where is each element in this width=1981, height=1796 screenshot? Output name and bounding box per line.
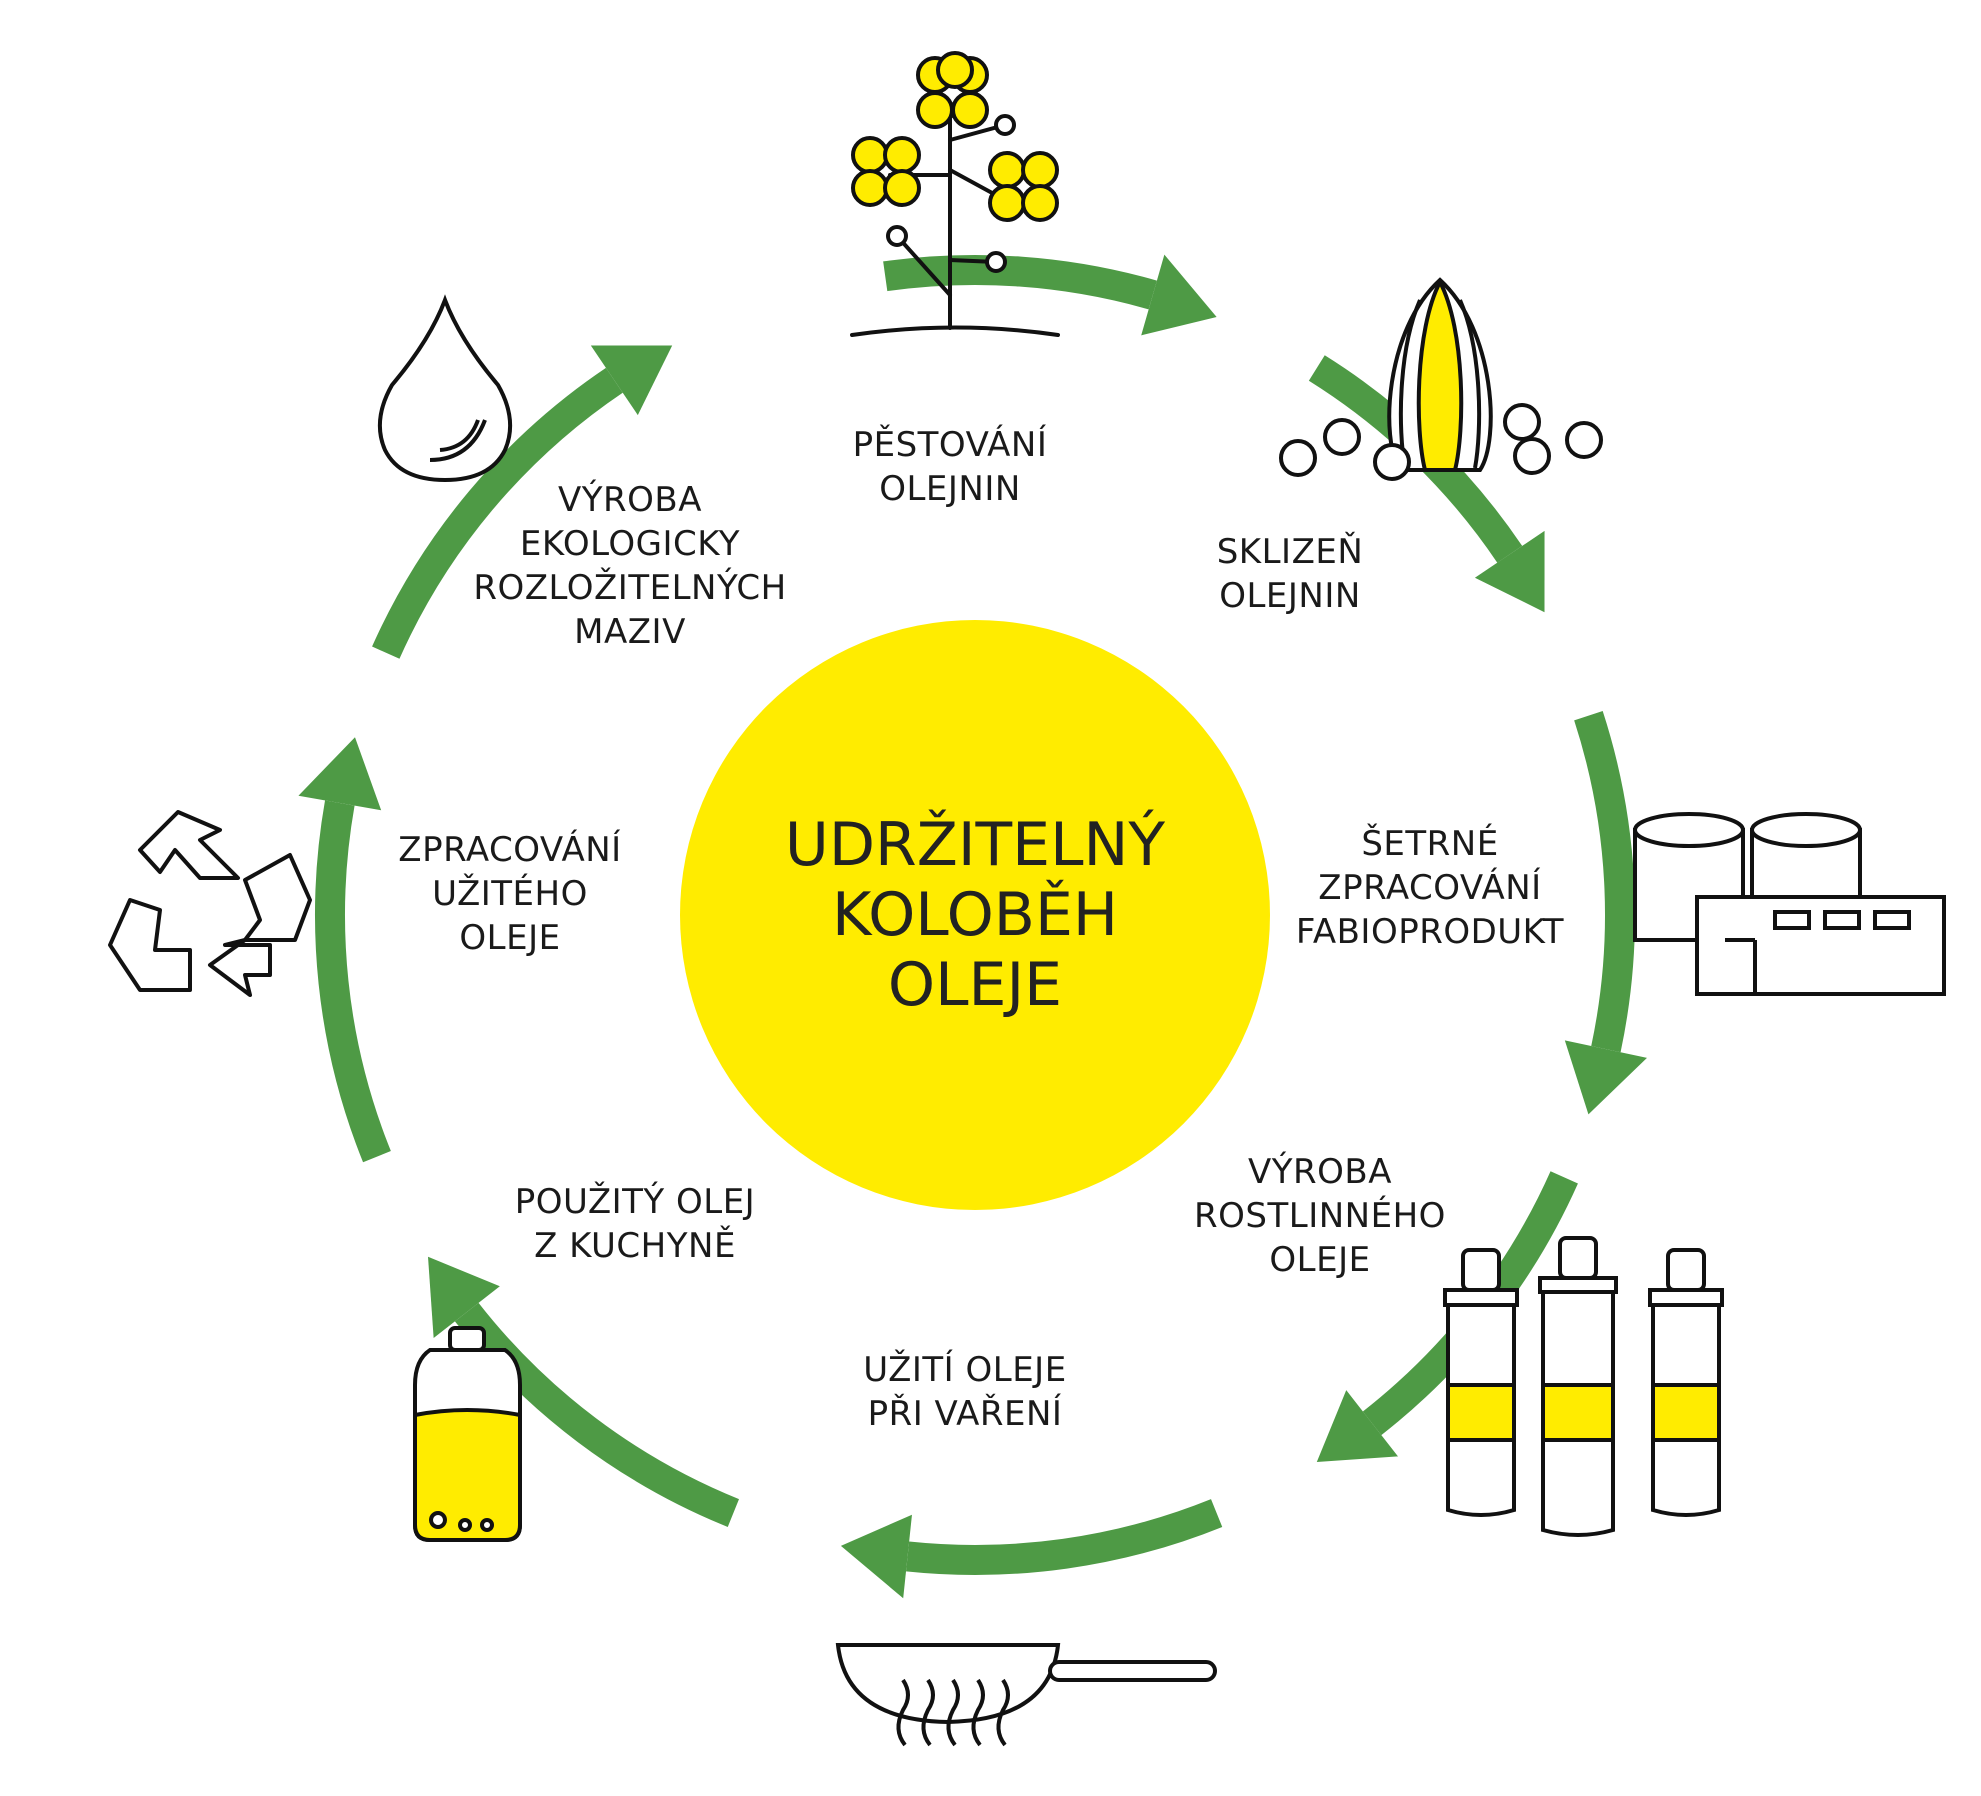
- cycle-arrow-body: [315, 800, 391, 1163]
- cycle-arrow-body: [906, 1499, 1223, 1575]
- cycle-arrow-head: [428, 1256, 500, 1338]
- center-title: UDRŽITELNÝ KOLOBĚH OLEJE: [680, 620, 1270, 1210]
- cycle-arrow-head: [298, 737, 382, 811]
- cycle-arrow-head: [1141, 254, 1217, 336]
- cycle-arrows: [298, 254, 1647, 1599]
- label-line: MAZIV: [574, 612, 686, 652]
- cycle-arrow-body: [883, 255, 1157, 310]
- label-line: PŘI VAŘENÍ: [867, 1394, 1063, 1434]
- label-pouzity: POUŽITÝ OLEJ Z KUCHYNĚ: [490, 1180, 780, 1268]
- label-line: VÝROBA: [1248, 1152, 1392, 1192]
- label-zpracovani: ŠETRNÉ ZPRACOVÁNÍ FABIOPRODUKT: [1270, 822, 1590, 954]
- oil-drop-icon: [377, 294, 513, 483]
- label-vyroba-oleje: VÝROBA ROSTLINNÉHO OLEJE: [1170, 1150, 1470, 1282]
- label-line: ŠETRNÉ: [1361, 824, 1499, 864]
- label-line: ROZLOŽITELNÝCH: [473, 568, 787, 608]
- label-pestovani: PĚSTOVÁNÍ OLEJNIN: [830, 423, 1070, 511]
- cycle-arrow-head: [590, 345, 673, 416]
- factory-icon: [1633, 812, 1946, 996]
- label-line: OLEJNIN: [1219, 576, 1361, 616]
- center-circle: [680, 620, 1270, 1210]
- label-line: ZPRACOVÁNÍ: [1318, 868, 1542, 908]
- label-line: UŽITÍ OLEJE: [863, 1350, 1067, 1390]
- cycle-arrow-head: [1474, 530, 1545, 613]
- label-line: SKLIZEŇ: [1216, 532, 1364, 572]
- label-line: ZPRACOVÁNÍ: [398, 830, 622, 870]
- label-line: EKOLOGICKY: [519, 524, 741, 564]
- cycle-arrow-head: [1564, 1040, 1647, 1115]
- label-sklizen: SKLIZEŇ OLEJNIN: [1175, 530, 1405, 618]
- cycle-arrow-head: [840, 1514, 912, 1599]
- center-title-line: OLEJE: [887, 950, 1063, 1020]
- cycle-arrow-body: [454, 1302, 740, 1527]
- label-line: UŽITÉHO: [432, 874, 588, 914]
- cycle-arrow-head: [1316, 1390, 1398, 1462]
- center-title-line: UDRŽITELNÝ: [784, 810, 1166, 880]
- label-line: OLEJE: [1269, 1240, 1371, 1280]
- rapeseed-plant-icon: [850, 51, 1060, 337]
- center-title-line: KOLOBĚH: [832, 880, 1118, 950]
- cycle-arrow-body: [1574, 711, 1635, 1053]
- label-maziva: VÝROBA EKOLOGICKY ROZLOŽITELNÝCH MAZIV: [460, 478, 800, 654]
- label-line: Z KUCHYNĚ: [534, 1226, 736, 1266]
- label-line: ROSTLINNÉHO: [1194, 1196, 1446, 1236]
- label-line: FABIOPRODUKT: [1295, 912, 1565, 952]
- label-vareni: UŽITÍ OLEJE PŘI VAŘENÍ: [830, 1348, 1100, 1436]
- cycle-arrow-body: [372, 367, 623, 659]
- label-line: OLEJE: [459, 918, 561, 958]
- label-line: VÝROBA: [558, 480, 702, 520]
- label-line: OLEJNIN: [879, 469, 1021, 509]
- used-oil-bottle-icon: [413, 1326, 522, 1542]
- recycle-icon: [108, 810, 312, 997]
- label-zpracovani-uziteho: ZPRACOVÁNÍ UŽITÉHO OLEJE: [375, 828, 645, 960]
- label-line: POUŽITÝ OLEJ: [514, 1182, 756, 1222]
- seed-pod-icon: [1279, 277, 1603, 481]
- frying-pan-icon: [835, 1643, 1217, 1747]
- oil-bottles-icon: [1443, 1236, 1724, 1537]
- label-line: PĚSTOVÁNÍ: [852, 425, 1048, 465]
